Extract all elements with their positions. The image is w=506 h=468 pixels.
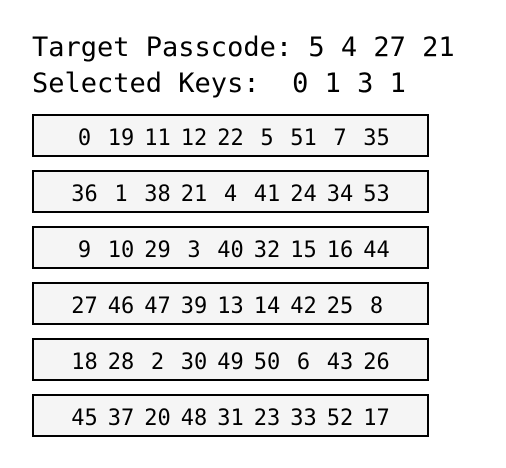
key-button[interactable]: 12 — [180, 125, 208, 151]
key-button[interactable]: 5 — [260, 125, 274, 151]
key-button[interactable]: 10 — [107, 237, 135, 263]
keypad: 0 19 11 12 22 5 51 7 35 36 1 38 21 4 41 … — [32, 114, 429, 450]
key-button[interactable]: 18 — [71, 349, 98, 375]
key-button[interactable]: 34 — [326, 181, 354, 207]
key-button[interactable]: 39 — [180, 293, 208, 319]
key-button[interactable]: 24 — [290, 181, 317, 207]
key-button[interactable]: 31 — [217, 405, 244, 431]
key-button[interactable]: 19 — [107, 125, 135, 151]
key-button[interactable]: 40 — [217, 237, 244, 263]
key-button[interactable]: 33 — [290, 405, 317, 431]
key-button[interactable]: 30 — [180, 349, 208, 375]
key-button[interactable]: 49 — [217, 349, 244, 375]
selected-keys-label: Selected Keys: — [32, 68, 260, 99]
key-button[interactable]: 23 — [253, 405, 281, 431]
key-button[interactable]: 37 — [107, 405, 135, 431]
key-button[interactable]: 50 — [253, 349, 281, 375]
key-button[interactable]: 6 — [296, 349, 311, 375]
key-button[interactable]: 15 — [290, 237, 317, 263]
key-button[interactable]: 45 — [71, 405, 98, 431]
key-button[interactable]: 35 — [363, 125, 390, 151]
target-passcode-line: Target Passcode: 5 4 27 21 — [32, 32, 455, 64]
key-button[interactable]: 47 — [144, 293, 171, 319]
key-button[interactable]: 29 — [144, 237, 171, 263]
key-button[interactable]: 27 — [71, 293, 98, 319]
key-button[interactable]: 44 — [363, 237, 390, 263]
key-row: 18 28 2 30 49 50 6 43 26 — [32, 338, 429, 381]
key-button[interactable]: 13 — [217, 293, 244, 319]
key-button[interactable]: 4 — [223, 181, 238, 207]
key-button[interactable]: 22 — [217, 125, 244, 151]
key-row: 9 10 29 3 40 32 15 16 44 — [32, 226, 429, 269]
key-button[interactable]: 17 — [363, 405, 390, 431]
key-button[interactable]: 48 — [180, 405, 208, 431]
key-row: 45 37 20 48 31 23 33 52 17 — [32, 394, 429, 437]
target-passcode-value: 5 4 27 21 — [308, 32, 455, 63]
key-row: 0 19 11 12 22 5 51 7 35 — [32, 114, 429, 157]
key-button[interactable]: 3 — [187, 237, 201, 263]
key-row: 36 1 38 21 4 41 24 34 53 — [32, 170, 429, 213]
key-button[interactable]: 26 — [363, 349, 390, 375]
key-row: 27 46 47 39 13 14 42 25 8 — [32, 282, 429, 325]
key-button[interactable]: 38 — [144, 181, 171, 207]
selected-keys-value: 0 1 3 1 — [292, 68, 406, 99]
target-passcode-label: Target Passcode: — [32, 32, 293, 63]
key-button[interactable]: 52 — [326, 405, 354, 431]
key-button[interactable]: 1 — [114, 181, 128, 207]
key-button[interactable]: 21 — [180, 181, 208, 207]
key-button[interactable]: 20 — [144, 405, 171, 431]
key-button[interactable]: 53 — [363, 181, 390, 207]
key-button[interactable]: 11 — [144, 125, 171, 151]
key-button[interactable]: 0 — [77, 125, 92, 151]
key-button[interactable]: 9 — [77, 237, 92, 263]
key-button[interactable]: 36 — [71, 181, 98, 207]
key-button[interactable]: 7 — [333, 125, 347, 151]
key-button[interactable]: 8 — [369, 293, 384, 319]
selected-keys-line: Selected Keys: 0 1 3 1 — [32, 68, 406, 100]
key-button[interactable]: 2 — [150, 349, 165, 375]
key-button[interactable]: 14 — [253, 293, 281, 319]
key-button[interactable]: 42 — [290, 293, 317, 319]
key-button[interactable]: 43 — [326, 349, 354, 375]
key-button[interactable]: 25 — [326, 293, 354, 319]
key-button[interactable]: 16 — [326, 237, 354, 263]
key-button[interactable]: 51 — [290, 125, 317, 151]
key-button[interactable]: 46 — [107, 293, 135, 319]
key-button[interactable]: 28 — [107, 349, 135, 375]
key-button[interactable]: 32 — [253, 237, 281, 263]
key-button[interactable]: 41 — [253, 181, 281, 207]
